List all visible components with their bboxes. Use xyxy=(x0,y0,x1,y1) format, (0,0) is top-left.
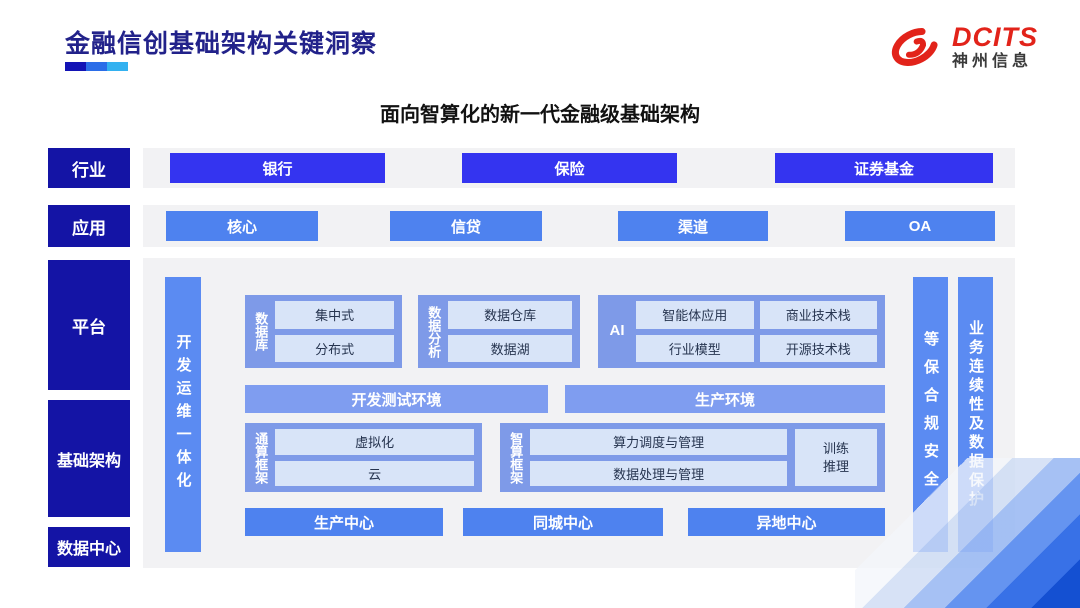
application-item-channel: 渠道 xyxy=(618,211,768,241)
ai-item-opensource-stack: 开源技术栈 xyxy=(759,334,877,362)
general-compute-item-virtualization: 虚拟化 xyxy=(275,429,474,455)
ai-item-commercial-stack: 商业技术栈 xyxy=(759,301,877,329)
application-item-core: 核心 xyxy=(166,211,318,241)
industry-item-securities: 证券基金 xyxy=(775,153,993,183)
intelligent-compute-group-label: 智算框架 xyxy=(508,431,524,484)
ai-item-agent-apps: 智能体应用 xyxy=(636,301,754,329)
center-item-samecity: 同城中心 xyxy=(463,508,663,536)
production-environment-bar: 生产环境 xyxy=(565,385,885,413)
general-compute-group: 通算框架 虚拟化 云 xyxy=(245,423,482,492)
industry-item-insurance: 保险 xyxy=(462,153,677,183)
general-compute-group-label: 通算框架 xyxy=(253,431,269,484)
intelligent-compute-group: 智算框架 算力调度与管理 数据处理与管理 训练 推理 xyxy=(500,423,885,492)
database-group: 数据库 集中式 分布式 xyxy=(245,295,402,368)
row-label-datacenter: 数据中心 xyxy=(48,527,130,567)
application-item-credit: 信贷 xyxy=(390,211,542,241)
security-vertical-bar-label: 等保合规安全 xyxy=(922,330,939,499)
row-label-platform: 平台 xyxy=(48,260,130,390)
underline-segment-light xyxy=(107,62,128,71)
row-label-industry: 行业 xyxy=(48,148,130,188)
devops-vertical-bar: 开发运维一体化 xyxy=(165,277,201,552)
logo-company-text: 神州信息 xyxy=(952,53,1033,71)
industry-item-bank: 银行 xyxy=(170,153,385,183)
ai-group-label: AI xyxy=(609,322,625,340)
analytics-group-label: 数据分析 xyxy=(426,305,442,358)
devops-vertical-bar-label: 开发运维一体化 xyxy=(174,334,192,495)
logo-brand-text: DCITS xyxy=(952,21,1038,52)
database-group-label: 数据库 xyxy=(253,312,269,351)
intelligent-compute-item-dataprocessing: 数据处理与管理 xyxy=(530,460,787,486)
diagram-title: 面向智算化的新一代金融级基础架构 xyxy=(380,104,700,126)
row-label-application: 应用 xyxy=(48,205,130,247)
general-compute-item-cloud: 云 xyxy=(275,460,474,486)
row-label-infrastructure: 基础架构 xyxy=(48,400,130,517)
analytics-group: 数据分析 数据仓库 数据湖 xyxy=(418,295,580,368)
database-item-distributed: 分布式 xyxy=(275,334,394,362)
underline-segment-dark xyxy=(65,62,86,71)
devtest-environment-bar: 开发测试环境 xyxy=(245,385,548,413)
dcits-swirl-icon xyxy=(891,28,939,66)
analytics-item-lake: 数据湖 xyxy=(448,334,572,362)
intelligent-compute-item-scheduling: 算力调度与管理 xyxy=(530,429,787,455)
application-item-oa: OA xyxy=(845,211,995,241)
ai-group: AI 智能体应用 商业技术栈 行业模型 开源技术栈 xyxy=(598,295,885,368)
company-logo: DCITS 神州信息 xyxy=(886,18,1038,76)
analytics-item-warehouse: 数据仓库 xyxy=(448,301,572,329)
center-item-production: 生产中心 xyxy=(245,508,443,536)
ai-item-industry-models: 行业模型 xyxy=(636,334,754,362)
page-title: 金融信创基础架构关键洞察 xyxy=(65,30,378,58)
database-item-centralized: 集中式 xyxy=(275,301,394,329)
underline-segment-mid xyxy=(86,62,107,71)
title-underline xyxy=(65,62,128,80)
corner-stripes-decoration xyxy=(855,458,1080,608)
center-item-remote: 异地中心 xyxy=(688,508,885,536)
